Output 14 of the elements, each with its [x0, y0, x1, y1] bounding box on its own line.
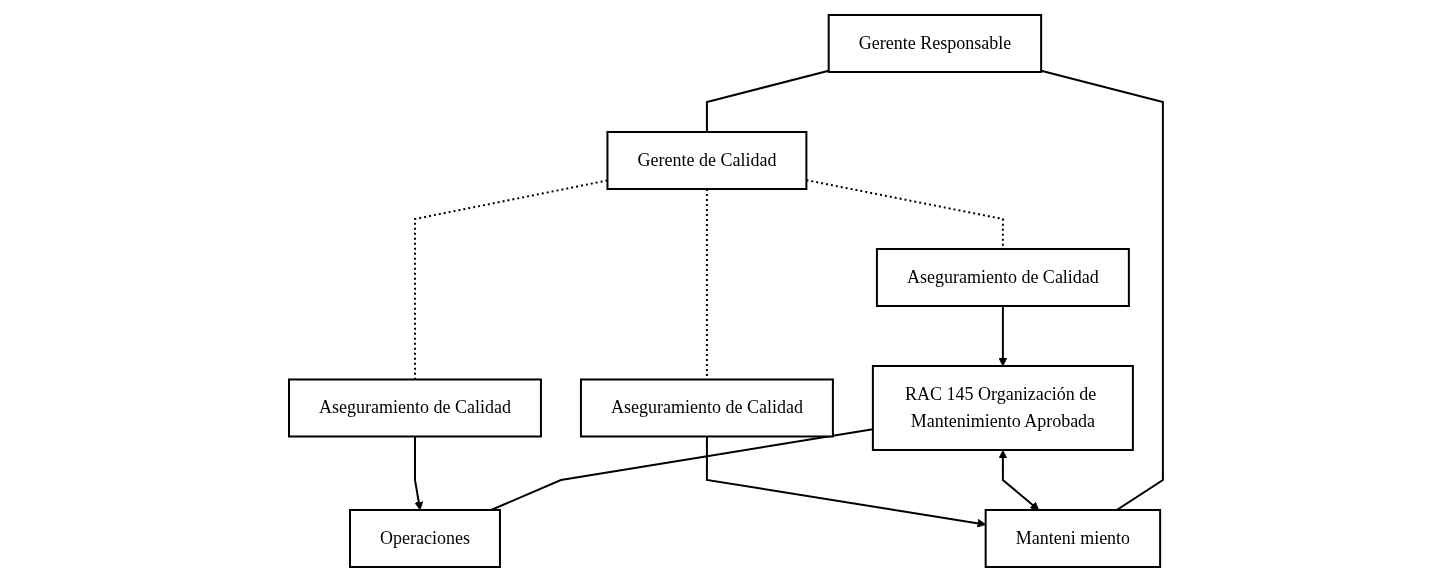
arrow — [413, 435, 423, 510]
node-box: RAC 145 Organización de Mantenimiento Aprobada — [871, 364, 1134, 451]
connector — [1039, 69, 1164, 511]
arrow — [705, 435, 986, 528]
connector — [705, 69, 830, 133]
node-box: Aseguramiento de Calidad — [287, 378, 542, 437]
node-box: Aseguramiento de Calidad — [875, 247, 1130, 307]
node-box: Gerente Responsable — [827, 13, 1042, 73]
node-box: Aseguramiento de Calidad — [579, 378, 834, 437]
node-box: Manteni miento — [984, 508, 1161, 568]
node-box: Operaciones — [348, 508, 501, 568]
arrow — [998, 449, 1039, 510]
node-box: Gerente de Calidad — [606, 130, 807, 190]
arrow — [998, 304, 1007, 366]
